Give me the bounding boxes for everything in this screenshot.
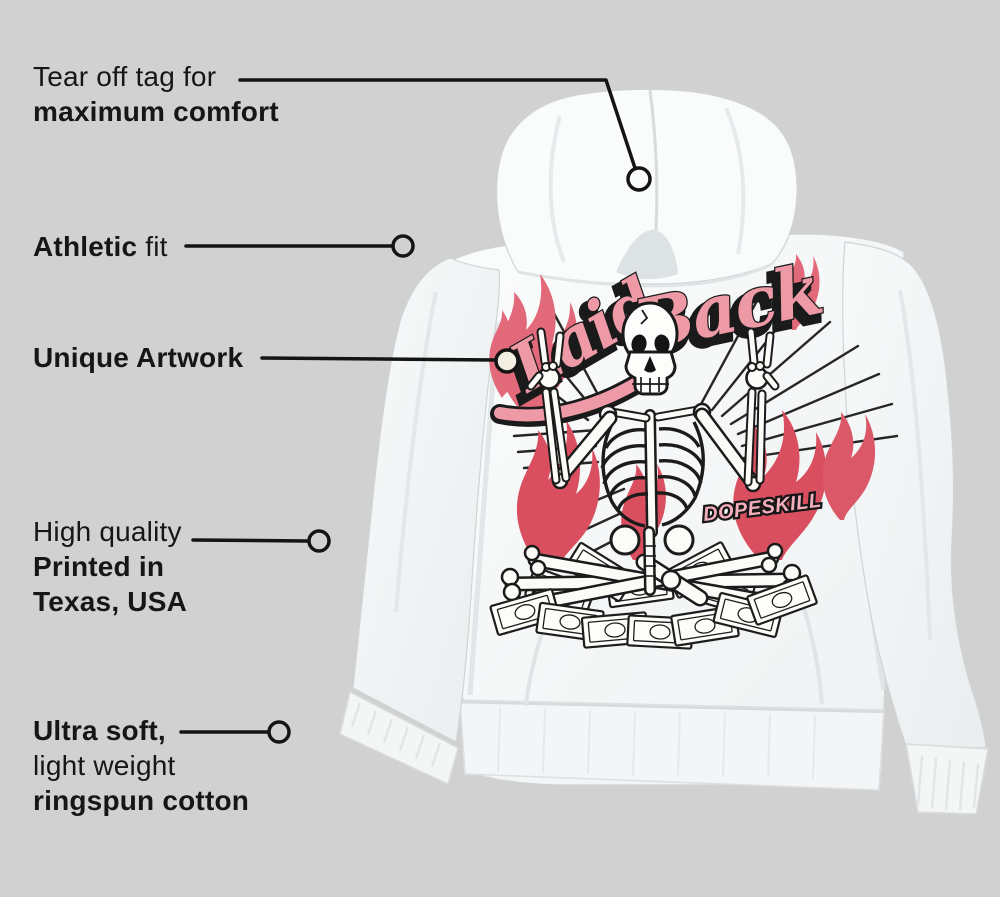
callout-text: Athletic [33,231,138,262]
knee-joint-left [609,524,641,556]
callout-text: Tear off tag for [33,61,217,92]
callout-line: Athletic fit [33,229,168,264]
callout-line: Printed in [33,549,187,584]
shoulder-seam [517,262,773,288]
hoodie [339,88,989,815]
leader-circle-tear-off-tag [626,166,652,192]
callout-line: Ultra soft, [33,713,249,748]
skull-nose [644,356,656,373]
left-cuff [339,690,459,786]
skeleton-torso [598,402,712,596]
callout-ultra-soft: Ultra soft, light weight ringspun cotton [33,713,249,818]
callout-text: fit [137,231,168,262]
skull-graphic [621,301,679,396]
left-arm [526,327,618,490]
skull-eye-left [631,334,647,354]
callout-high-quality-print: High quality Printed in Texas, USA [33,514,187,619]
callout-unique-artwork: Unique Artwork [33,340,243,375]
callout-athletic-fit: Athletic fit [33,229,168,264]
hood-opening-shadow [616,229,678,280]
leader-circle-unique-artwork [494,348,520,374]
callout-line: Unique Artwork [33,340,243,375]
callout-line: ringspun cotton [33,783,249,818]
callout-tear-off-tag: Tear off tag for maximum comfort [33,59,279,129]
skeleton-arms [526,327,780,493]
callout-line: maximum comfort [33,94,279,129]
callout-text: Texas, USA [33,586,187,617]
leader-line-high-quality [191,538,309,543]
left-hand-horns [526,327,565,391]
skull-teeth [632,377,669,393]
callout-lines [179,78,652,744]
callout-text: High quality [33,516,182,547]
right-sleeve-crease [898,289,932,641]
right-arm [694,327,780,493]
leader-circle-ultra-soft [267,720,291,744]
callout-text: maximum comfort [33,96,279,127]
callout-text: Ultra soft, [33,715,166,746]
right-cuff [905,743,989,815]
leader-line-unique-artwork [260,356,497,362]
leader-line-tear-off-tag [238,78,637,170]
callout-line: light weight [33,748,249,783]
ribcage [600,421,705,528]
leader-circle-high-quality [307,529,331,553]
callout-text: ringspun cotton [33,785,250,816]
callout-line: Texas, USA [33,584,187,619]
callout-line: Tear off tag for [33,59,279,94]
hem-band [459,699,885,791]
callout-line: High quality [33,514,187,549]
callout-text: Unique Artwork [33,342,244,373]
skull-eye-right [654,334,670,354]
knee-joint-right [663,524,695,556]
callout-text: light weight [33,750,176,781]
leader-circle-athletic-fit [391,234,415,258]
skull-crack [640,309,649,325]
left-sleeve-crease [394,291,438,613]
callout-text: Printed in [33,551,165,582]
right-hand-horns [745,327,780,391]
